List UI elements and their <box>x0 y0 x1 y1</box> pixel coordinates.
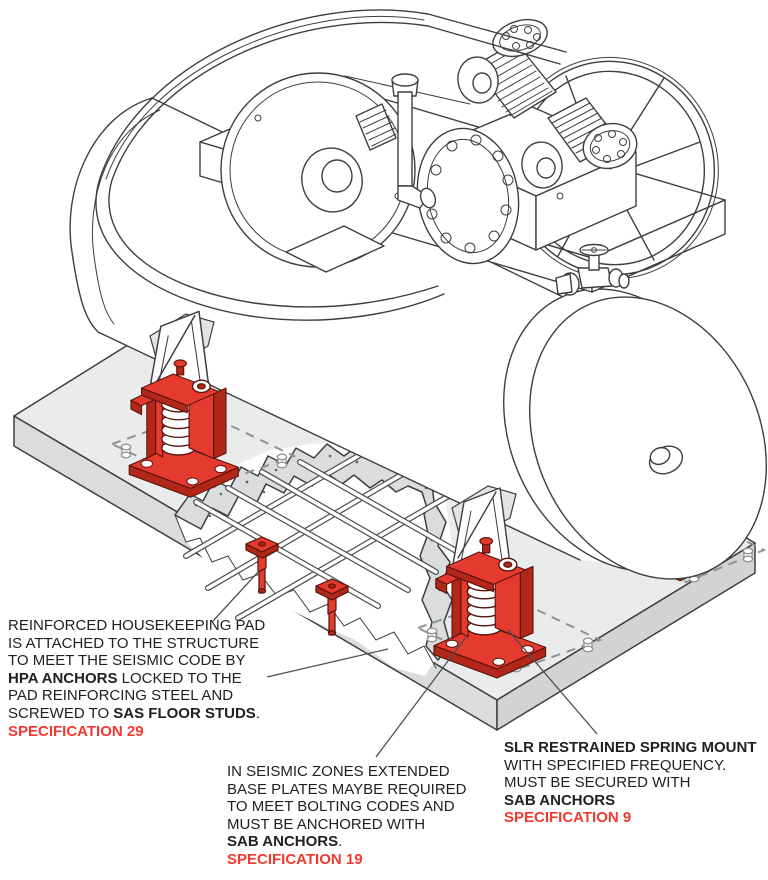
annotation-line: BASE PLATES MAYBE REQUIRED <box>227 780 467 798</box>
pad-cutaway <box>174 431 461 676</box>
belt <box>95 9 567 321</box>
annotation-line: HPA ANCHORS LOCKED TO THE <box>8 669 242 687</box>
annotation-line: IS ATTACHED TO THE STRUCTURE <box>8 634 260 652</box>
discharge-pipe <box>355 73 437 209</box>
annotation-line: MUST BE ANCHORED WITH <box>227 815 426 833</box>
leader-spring-mount <box>507 629 598 735</box>
pulleys <box>457 56 563 189</box>
spec-reference: SPECIFICATION 29 <box>8 722 144 740</box>
concrete-broken-edge <box>174 514 437 669</box>
annotation-line: WITH SPECIFIED FREQUENCY. <box>504 756 727 774</box>
annotation-spring-mount: SLR RESTRAINED SPRING MOUNT WITH SPECIFI… <box>504 739 757 827</box>
annotation-line: SCREWED TO SAS FLOOR STUDS. <box>8 704 260 722</box>
annotation-line: SAB ANCHORS. <box>227 833 343 851</box>
annotation-line: TO MEET THE SEISMIC CODE BY <box>8 652 246 670</box>
annotation-base-plates: IN SEISMIC ZONES EXTENDED BASE PLATES MA… <box>227 763 467 869</box>
leader-hpa-anchor <box>212 570 260 622</box>
leader-base-plate <box>375 636 467 758</box>
tank-leg-center <box>451 485 517 571</box>
air-compressor <box>69 9 768 580</box>
leader-pad-face <box>266 648 389 678</box>
leader-lines <box>212 570 598 758</box>
annotation-line: TO MEET BOLTING CODES AND <box>227 798 455 816</box>
annotation-line: SAB ANCHORS <box>504 791 616 809</box>
tank-leg-left <box>147 310 215 400</box>
annotation-line: SLR RESTRAINED SPRING MOUNT <box>504 739 757 756</box>
tank-end-face <box>528 296 768 580</box>
spec-reference: SPECIFICATION 9 <box>504 809 632 827</box>
motor-foot <box>285 225 385 273</box>
annotation-line: MUST BE SECURED WITH <box>504 774 691 792</box>
annotation-line: REINFORCED HOUSEKEEPING PAD <box>8 617 266 634</box>
annotation-housekeeping-pad: REINFORCED HOUSEKEEPING PAD IS ATTACHED … <box>8 617 265 740</box>
annotation-line: IN SEISMIC ZONES EXTENDED <box>227 763 450 780</box>
annotation-line: PAD REINFORCING STEEL AND <box>8 687 234 705</box>
end-plate-bolts <box>426 134 514 254</box>
finned-cylinder-2 <box>547 97 638 170</box>
spec-reference: SPECIFICATION 19 <box>227 850 363 868</box>
crankcase-end-plate <box>416 127 520 265</box>
drain-valve <box>555 243 630 296</box>
